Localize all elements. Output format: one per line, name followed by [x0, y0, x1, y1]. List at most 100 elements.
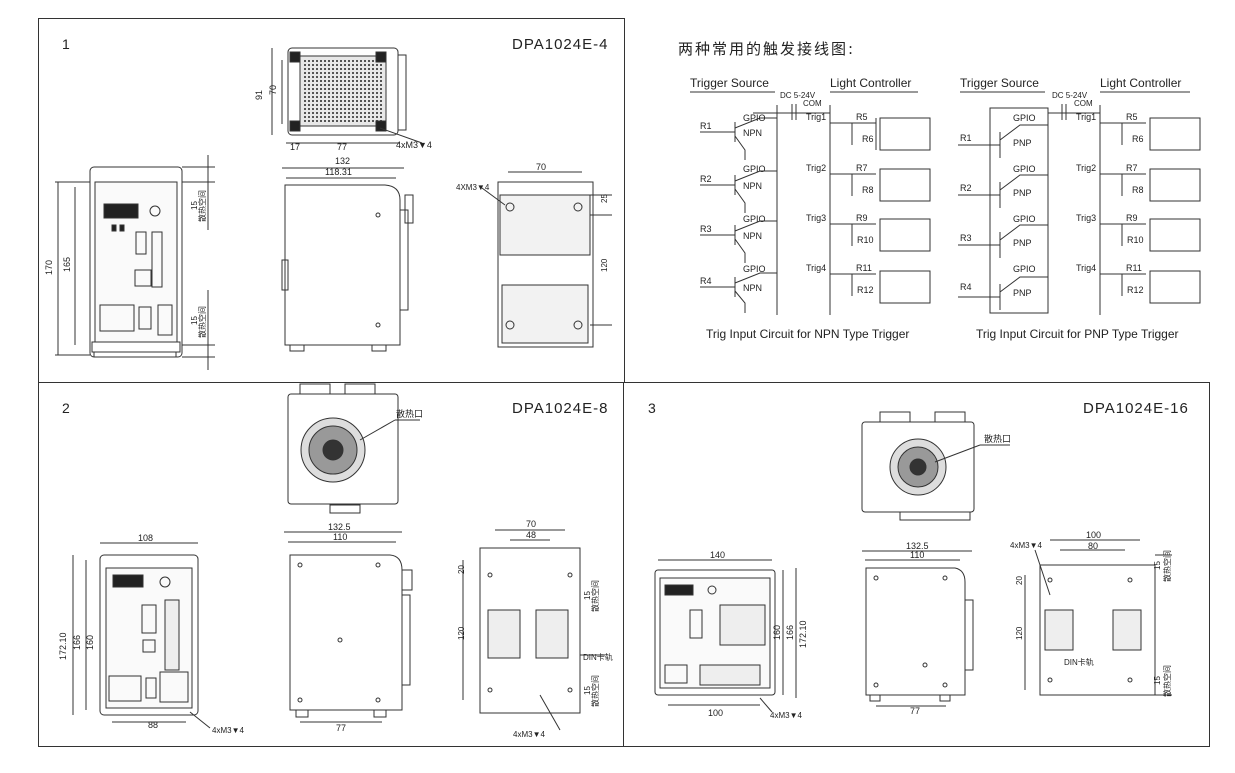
- p1-top-h: 91: [254, 90, 264, 100]
- npn-type-2: NPN: [743, 181, 762, 191]
- npn-type-4: NPN: [743, 283, 762, 293]
- p2-gap-bot-label: 散热空间: [590, 675, 600, 707]
- panel-1-number: 1: [62, 36, 70, 52]
- npn-r5: R5: [856, 112, 868, 122]
- p1-front-view: [55, 155, 215, 370]
- pnp-type-3: PNP: [1013, 238, 1032, 248]
- p1-back-w: 70: [536, 162, 546, 172]
- pnp-gpio-1: GPIO: [1013, 113, 1036, 123]
- pnp-row-3: [958, 218, 1201, 258]
- wiring-title: 两种常用的触发接线图:: [678, 40, 856, 58]
- p2-front-h2: 166: [72, 635, 82, 650]
- p2-back-w: 70: [526, 519, 536, 529]
- p2-side-w2: 110: [333, 532, 347, 542]
- p2-top-view: [287, 383, 420, 514]
- p1-gap-bot-label: 散热空间: [197, 306, 207, 338]
- p3-front-h: 172.10: [798, 620, 808, 648]
- p3-side-w2: 110: [910, 550, 924, 560]
- pnp-type-2: PNP: [1013, 188, 1032, 198]
- p2-front-w2: 88: [148, 720, 158, 730]
- pnp-r8: R8: [1132, 185, 1144, 195]
- pnp-r10: R10: [1127, 235, 1144, 245]
- pnp-r1: R1: [960, 133, 972, 143]
- pnp-row-2: [958, 168, 1201, 208]
- p3-front-screw: 4xM3▼4: [770, 711, 802, 720]
- p3-back-h2: 120: [1015, 626, 1024, 640]
- npn-gpio-1: GPIO: [743, 113, 766, 123]
- npn-caption: Trig Input Circuit for NPN Type Trigger: [706, 327, 910, 341]
- p2-back-view: [462, 529, 605, 731]
- p3-front-b: 100: [708, 708, 723, 718]
- p2-front-view: [72, 542, 211, 729]
- pnp-type-1: PNP: [1013, 138, 1032, 148]
- pnp-trig3: Trig3: [1076, 213, 1096, 223]
- p3-gap-top-label: 散热空间: [1162, 550, 1172, 582]
- p2-front-screw: 4xM3▼4: [212, 726, 244, 735]
- npn-trig3: Trig3: [806, 213, 826, 223]
- pnp-ctrl-label: Light Controller: [1100, 76, 1181, 90]
- p2-gap-bot: 15: [583, 686, 592, 695]
- pnp-trig2: Trig2: [1076, 163, 1096, 173]
- p1-back-screw: 4XM3▼4: [456, 183, 490, 192]
- pnp-r11: R11: [1126, 263, 1142, 273]
- npn-row-3: [700, 218, 931, 263]
- npn-com: COM: [803, 99, 822, 108]
- p2-back-h2: 120: [457, 626, 466, 640]
- p2-gap-top: 15: [583, 591, 592, 600]
- p2-side-view: [284, 531, 413, 723]
- p1-top-h2: 70: [268, 85, 278, 95]
- npn-r12: R12: [857, 285, 874, 295]
- p3-back-w: 100: [1086, 530, 1101, 540]
- p1-gap-top-label: 散热空间: [197, 190, 207, 222]
- npn-type-3: NPN: [743, 231, 762, 241]
- p3-front-h3: 160: [772, 625, 782, 640]
- npn-r2: R2: [700, 174, 712, 184]
- p2-front-h3: 160: [85, 635, 95, 650]
- npn-type-1: NPN: [743, 128, 762, 138]
- pnp-row-4: [958, 270, 1201, 310]
- pnp-com: COM: [1074, 99, 1093, 108]
- pnp-gpio-2: GPIO: [1013, 164, 1036, 174]
- p1-front-h2: 165: [62, 257, 72, 272]
- npn-r10: R10: [857, 235, 874, 245]
- p1-back-view: [481, 171, 612, 348]
- panel-2-model: DPA1024E-8: [512, 400, 609, 417]
- npn-row-2: [700, 168, 931, 213]
- npn-r4: R4: [700, 276, 712, 286]
- p1-side-w2: 118.31: [325, 167, 352, 177]
- p1-gap-top: 15: [190, 201, 199, 210]
- pnp-r7: R7: [1126, 163, 1138, 173]
- p2-fan-label: 散热口: [396, 408, 423, 419]
- wiring-npn: [690, 91, 931, 315]
- npn-r7: R7: [856, 163, 868, 173]
- p2-front-h: 172.10: [58, 632, 68, 660]
- npn-row-4: [700, 270, 931, 313]
- p3-gap-bot: 15: [1153, 676, 1162, 685]
- pnp-gpio-4: GPIO: [1013, 264, 1036, 274]
- p1-side-view: [281, 167, 414, 352]
- p2-side-w: 132.5: [328, 522, 351, 532]
- p3-back-screw: 4xM3▼4: [1010, 541, 1042, 550]
- p3-fan-label: 散热口: [984, 433, 1011, 444]
- p3-side-b: 77: [910, 706, 920, 716]
- panel-3-number: 3: [648, 400, 656, 416]
- p3-front-w: 140: [710, 550, 725, 560]
- pnp-r3: R3: [960, 233, 972, 243]
- p1-top-w1: 17: [290, 142, 300, 152]
- p3-back-view: [1024, 539, 1172, 696]
- pnp-r6: R6: [1132, 134, 1144, 144]
- panel-3-model: DPA1024E-16: [1083, 400, 1189, 417]
- pnp-gpio-3: GPIO: [1013, 214, 1036, 224]
- p3-top-view: [861, 411, 1010, 521]
- npn-r11: R11: [856, 263, 872, 273]
- npn-gpio-3: GPIO: [743, 214, 766, 224]
- pnp-r4: R4: [960, 282, 972, 292]
- npn-r8: R8: [862, 185, 874, 195]
- pnp-type-4: PNP: [1013, 288, 1032, 298]
- npn-trig1: Trig1: [806, 112, 826, 122]
- p3-side-view: [862, 550, 974, 707]
- npn-r1: R1: [700, 121, 712, 131]
- panel-2-number: 2: [62, 400, 70, 416]
- p3-din: DIN卡轨: [1064, 657, 1094, 667]
